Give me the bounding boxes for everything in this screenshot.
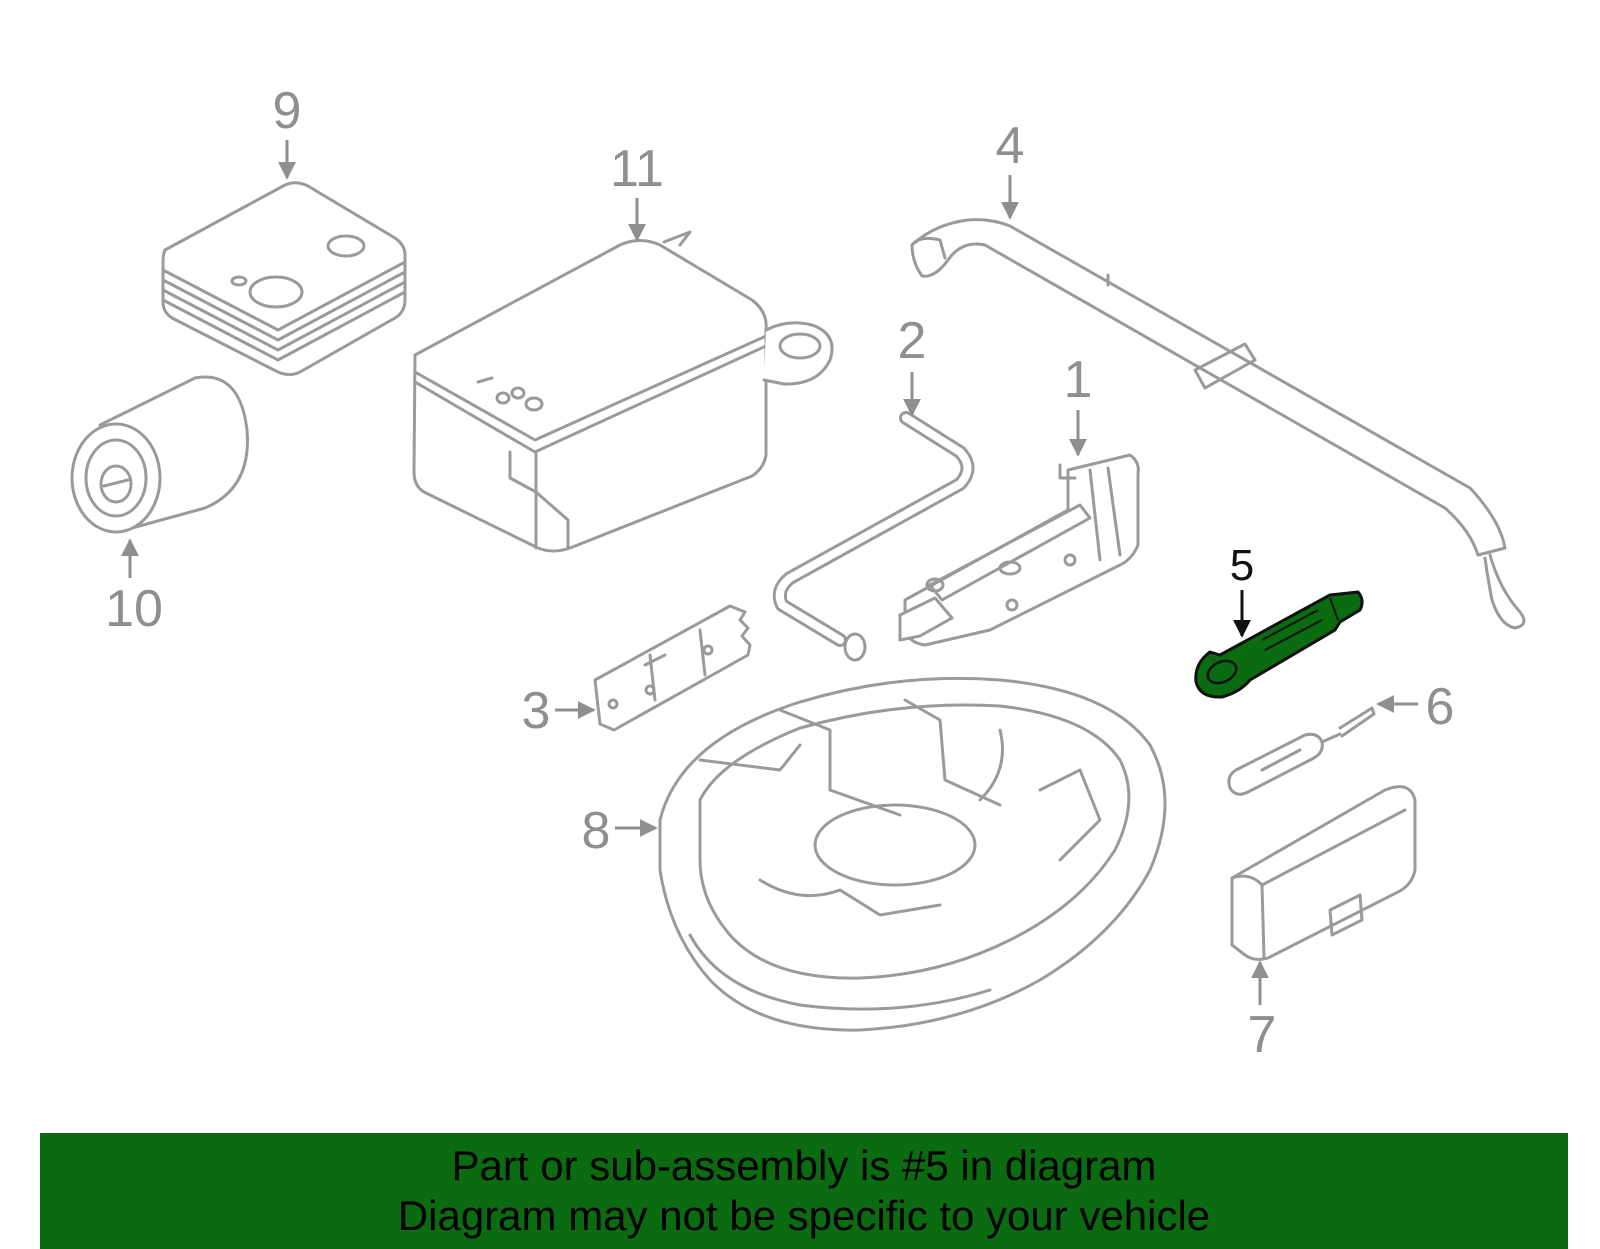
- part-7-box[interactable]: [1230, 785, 1417, 961]
- part-1-jack[interactable]: [898, 453, 1140, 647]
- part-3-bracket[interactable]: [593, 604, 752, 732]
- part-4-strap[interactable]: [910, 218, 1526, 630]
- callout-5: 5: [1230, 541, 1254, 590]
- part-8-tray[interactable]: [658, 676, 1167, 1032]
- callout-6: 6: [1426, 678, 1455, 736]
- info-banner: Part or sub-assembly is #5 in diagram Di…: [40, 1133, 1568, 1249]
- callout-2: 2: [898, 312, 927, 370]
- part-6-screwdriver[interactable]: [1227, 706, 1376, 796]
- callout-10: 10: [105, 580, 163, 638]
- banner-line-1: Part or sub-assembly is #5 in diagram: [451, 1142, 1157, 1189]
- callout-1: 1: [1064, 351, 1093, 409]
- callout-3: 3: [522, 682, 551, 740]
- part-5-tow-eye[interactable]: [1194, 590, 1364, 699]
- callout-8: 8: [582, 802, 611, 860]
- callout-4: 4: [996, 117, 1025, 175]
- part-10-roll[interactable]: [70, 375, 249, 534]
- part-2-crank[interactable]: [772, 411, 975, 662]
- callout-7: 7: [1248, 1006, 1277, 1064]
- banner-line-2: Diagram may not be specific to your vehi…: [397, 1192, 1211, 1239]
- part-9-pad[interactable]: [161, 181, 407, 376]
- callout-11: 11: [610, 140, 664, 198]
- part-11-compressor[interactable]: [412, 230, 834, 553]
- callout-9: 9: [273, 82, 302, 140]
